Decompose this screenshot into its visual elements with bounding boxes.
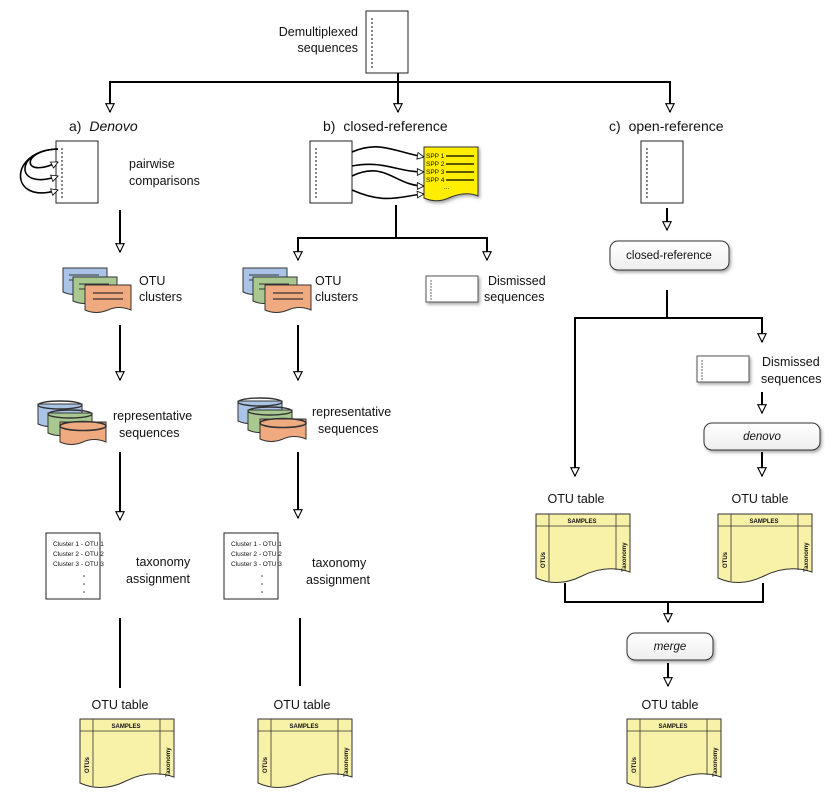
otu-label-b-line1: OTU bbox=[315, 274, 341, 288]
reference-match-arrows bbox=[351, 146, 424, 200]
pairwise-loop-arrows bbox=[19, 148, 59, 193]
openref-seqdoc-icon bbox=[640, 140, 684, 204]
otu-label-a-line2: clusters bbox=[139, 290, 182, 304]
tax-label-a-line2: assignment bbox=[126, 572, 190, 586]
pairwise-label-line2: comparisons bbox=[129, 174, 200, 188]
denovo-process-box: denovo bbox=[703, 422, 821, 451]
tax-label-b-line2: assignment bbox=[306, 573, 370, 587]
samples-header: SAMPLES bbox=[111, 724, 140, 730]
dismissed-doc-icon-b bbox=[426, 276, 478, 302]
otu-table-c1: SAMPLES OTUs Taxonomy bbox=[535, 513, 631, 584]
arrow-to-c bbox=[398, 81, 670, 112]
rep-label-a-line2: sequences bbox=[119, 426, 179, 440]
ref-entry-3: SPP 3 bbox=[426, 169, 445, 176]
taxonomy-list-b: Cluster 1 - OTU 1 Cluster 2 - OTU 2 Clus… bbox=[223, 532, 282, 600]
branch-a-prefix: a) bbox=[69, 118, 81, 134]
otus-header: OTUs bbox=[723, 551, 729, 568]
tax-label-a-line1: taxonomy bbox=[136, 555, 191, 569]
branch-b-prefix: b) bbox=[323, 118, 335, 134]
dismissed-label-c-line1: Dismissed bbox=[762, 355, 820, 369]
samples-header: SAMPLES bbox=[749, 519, 778, 525]
otus-header: OTUs bbox=[85, 756, 91, 773]
otu-table-label-c1: OTU table bbox=[548, 492, 605, 506]
tax-row-b-3: Cluster 3 - OTU 3 bbox=[231, 561, 282, 568]
tax-label-b-line1: taxonomy bbox=[312, 556, 367, 570]
branch-a-title: a) Denovo bbox=[69, 118, 138, 134]
otu-label-a-line1: OTU bbox=[139, 274, 165, 288]
rep-seq-icon-a bbox=[37, 400, 107, 446]
merge-connector bbox=[564, 583, 764, 622]
rep-label-b-line2: sequences bbox=[318, 422, 378, 436]
otus-header: OTUs bbox=[263, 756, 269, 773]
closedref-split bbox=[298, 205, 487, 260]
branch-c-title: c) open-reference bbox=[609, 118, 724, 134]
taxonomy-header: Taxonomy bbox=[344, 747, 350, 777]
otu-table-c3: SAMPLES OTUs Taxonomy bbox=[626, 718, 722, 789]
ref-entry-1: SPP 1 bbox=[426, 153, 445, 160]
arrow-to-a bbox=[110, 81, 398, 112]
ref-entry-2: SPP 2 bbox=[426, 161, 445, 168]
samples-header: SAMPLES bbox=[289, 724, 318, 730]
otu-clusters-icon-a bbox=[62, 267, 132, 314]
taxonomy-header: Taxonomy bbox=[166, 747, 172, 777]
otu-table-a: SAMPLES OTUs Taxonomy bbox=[79, 718, 175, 789]
otu-clusters-icon-b bbox=[242, 267, 312, 314]
merge-process-box: merge bbox=[626, 632, 714, 661]
otus-header: OTUs bbox=[541, 551, 547, 568]
closed-reference-box-label: closed-reference bbox=[626, 250, 712, 262]
otu-table-label-c2: OTU table bbox=[732, 492, 789, 506]
source-label-line2: sequences bbox=[298, 41, 358, 55]
tax-row-a-2: Cluster 2 - OTU 2 bbox=[53, 551, 104, 558]
rep-seq-icon-b bbox=[237, 397, 307, 443]
taxonomy-list-a: Cluster 1 - OTU 1 Cluster 2 - OTU 2 Clus… bbox=[45, 532, 104, 600]
tax-row-b-2: Cluster 2 - OTU 2 bbox=[231, 551, 282, 558]
branch-a-name: Denovo bbox=[89, 118, 137, 134]
samples-header: SAMPLES bbox=[567, 519, 596, 525]
rep-label-a-line1: representative bbox=[113, 409, 192, 423]
otus-header: OTUs bbox=[632, 756, 638, 773]
tax-row-a-3: Cluster 3 - OTU 3 bbox=[53, 561, 104, 568]
otu-table-label-b: OTU table bbox=[274, 698, 331, 712]
ref-more: ... bbox=[444, 184, 450, 191]
otu-table-label-a: OTU table bbox=[92, 698, 149, 712]
dismissed-doc-icon-c bbox=[697, 356, 749, 382]
taxonomy-header: Taxonomy bbox=[713, 747, 719, 777]
otu-label-b-line2: clusters bbox=[315, 290, 358, 304]
dismissed-label-c-line2: sequences bbox=[761, 372, 821, 386]
source-document bbox=[365, 10, 409, 74]
reference-database: SPP 1 SPP 2 SPP 3 SPP 4 ... bbox=[423, 146, 479, 202]
denovo-seqdoc-icon bbox=[55, 140, 99, 204]
branch-c-name: open-reference bbox=[629, 118, 724, 134]
merge-box-label: merge bbox=[654, 641, 687, 653]
taxonomy-header: Taxonomy bbox=[622, 542, 628, 572]
dismissed-label-b-line1: Dismissed bbox=[488, 274, 546, 288]
samples-header: SAMPLES bbox=[658, 724, 687, 730]
otu-table-c2: SAMPLES OTUs Taxonomy bbox=[717, 513, 813, 584]
source-label-line1: Demultiplexed bbox=[279, 25, 358, 39]
sequence-doc-icon bbox=[365, 10, 409, 74]
closed-reference-process-box: closed-reference bbox=[609, 240, 730, 271]
branch-c-prefix: c) bbox=[609, 118, 621, 134]
openref-split bbox=[575, 290, 762, 476]
tax-row-b-1: Cluster 1 - OTU 1 bbox=[231, 541, 282, 548]
denovo-box-label: denovo bbox=[743, 431, 781, 443]
otu-table-b: SAMPLES OTUs Taxonomy bbox=[257, 718, 353, 789]
taxonomy-header: Taxonomy bbox=[804, 542, 810, 572]
closedref-seqdoc-icon bbox=[309, 140, 353, 204]
branch-b-name: closed-reference bbox=[343, 118, 447, 134]
pairwise-label-line1: pairwise bbox=[129, 157, 175, 171]
rep-label-b-line1: representative bbox=[312, 405, 391, 419]
top-connectors bbox=[110, 73, 670, 112]
ref-entry-4: SPP 4 bbox=[426, 177, 445, 184]
tax-row-a-1: Cluster 1 - OTU 1 bbox=[53, 541, 104, 548]
branch-b-title: b) closed-reference bbox=[323, 118, 448, 134]
dismissed-label-b-line2: sequences bbox=[484, 290, 544, 304]
otu-table-label-c3: OTU table bbox=[642, 698, 699, 712]
